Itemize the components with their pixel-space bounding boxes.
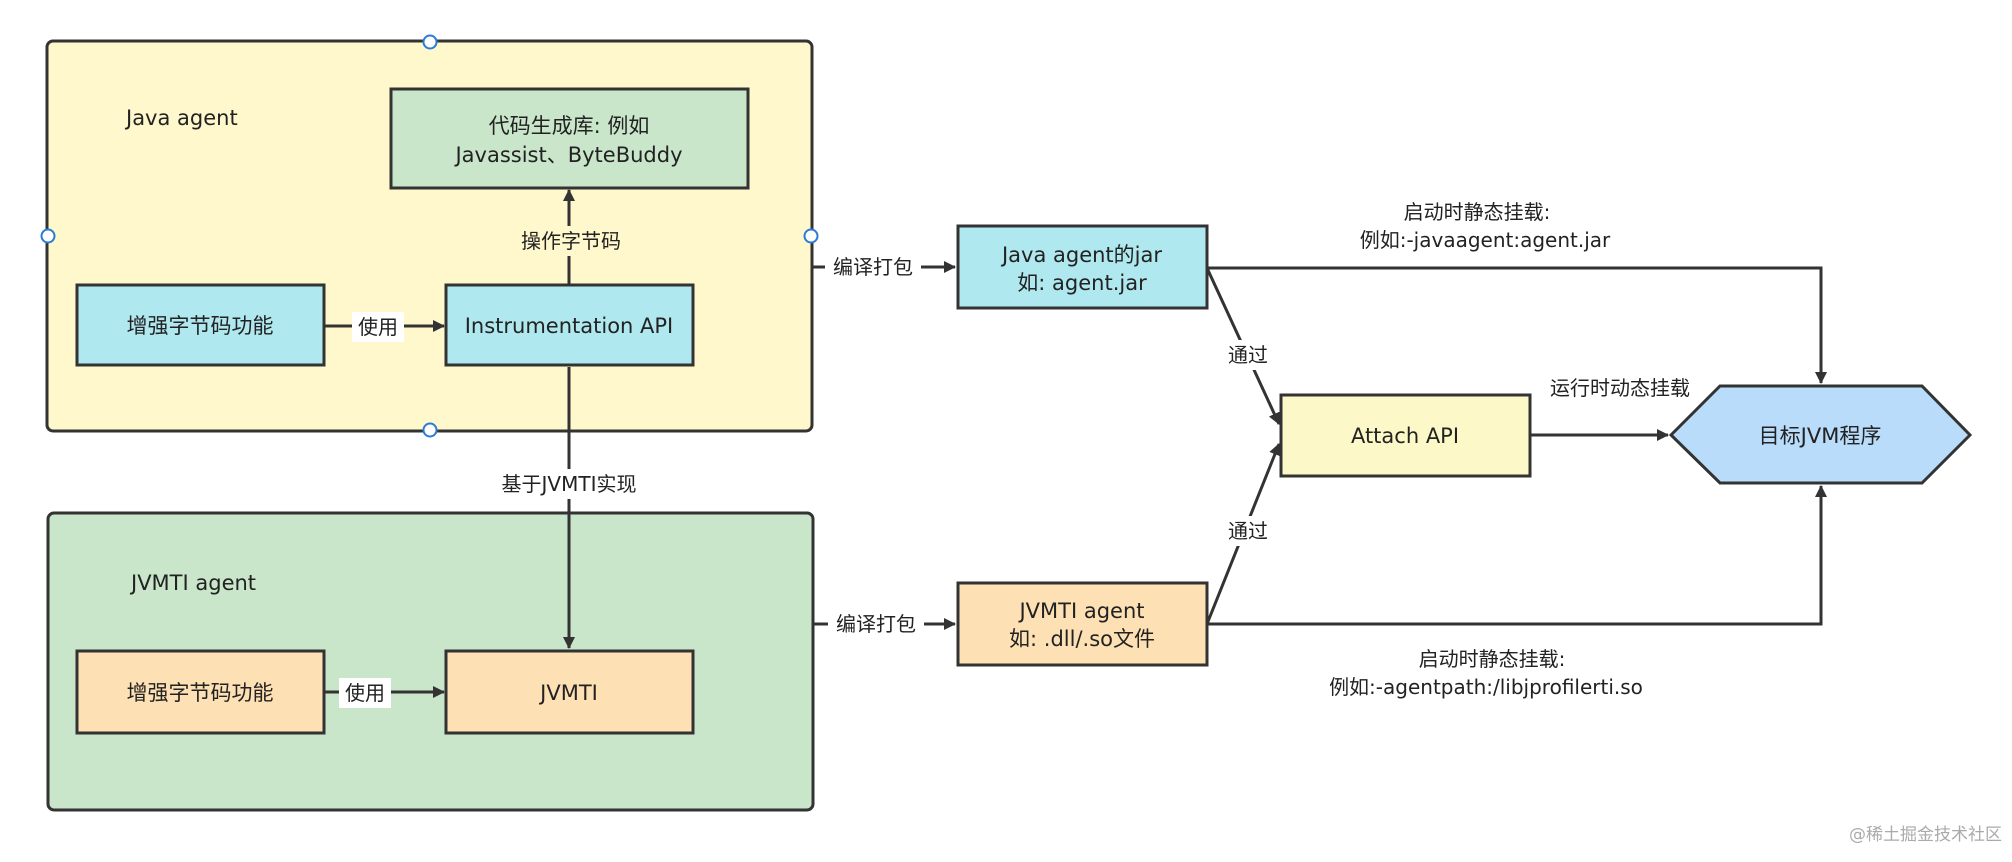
codegen-library-node[interactable]: 代码生成库: 例如 Javassist、ByteBuddy bbox=[389, 87, 750, 190]
instrumentation-api-node[interactable]: Instrumentation API bbox=[444, 283, 695, 367]
jvmti-agent-panel[interactable]: JVMTI agent bbox=[46, 511, 815, 812]
java-agent-jar-node[interactable]: Java agent的jar 如: agent.jar bbox=[956, 224, 1209, 310]
handle-bottom[interactable] bbox=[422, 422, 438, 438]
jvmti-agent-panel-bg bbox=[46, 511, 815, 812]
codegen-library-line2: Javassist、ByteBuddy bbox=[453, 143, 682, 167]
watermark: @稀土掘金技术社区 bbox=[1849, 825, 2002, 845]
selection-handles[interactable] bbox=[40, 34, 819, 438]
attach-api-label: Attach API bbox=[1351, 424, 1459, 448]
target-jvm-node[interactable]: 目标JVM程序 bbox=[1668, 384, 1973, 485]
edge-label-use-2: 使用 bbox=[345, 681, 385, 705]
edge-label-use-1: 使用 bbox=[358, 315, 398, 339]
edge-label-static-jar-line1: 启动时静态挂载: bbox=[1404, 200, 1551, 224]
attach-api-node[interactable]: Attach API bbox=[1279, 393, 1532, 478]
jvmti-enhance-node[interactable]: 增强字节码功能 bbox=[75, 649, 326, 735]
jvmti-enhance-label: 增强字节码功能 bbox=[127, 681, 274, 705]
java-enhance-node[interactable]: 增强字节码功能 bbox=[75, 283, 326, 367]
edge-lib-to-target[interactable] bbox=[1207, 485, 1827, 626]
codegen-library-line1: 代码生成库: 例如 bbox=[489, 114, 650, 138]
java-enhance-label: 增强字节码功能 bbox=[127, 314, 274, 338]
jvmti-label: JVMTI bbox=[538, 681, 598, 705]
edge-label-compile-pack-2: 编译打包 bbox=[836, 612, 916, 636]
jvmti-agent-lib-line1: JVMTI agent bbox=[1017, 599, 1144, 623]
edge-jar-to-target[interactable] bbox=[1207, 266, 1827, 384]
edge-label-static-so-line1: 启动时静态挂载: bbox=[1419, 647, 1566, 671]
edge-label-via-1: 通过 bbox=[1228, 343, 1268, 367]
handle-right[interactable] bbox=[803, 228, 819, 244]
jvmti-agent-lib-line2: 如: .dll/.so文件 bbox=[1009, 627, 1155, 651]
edge-label-via-2: 通过 bbox=[1228, 519, 1268, 543]
edge-label-manipulate-bytecode: 操作字节码 bbox=[521, 229, 621, 253]
jvmti-agent-lib-node[interactable]: JVMTI agent 如: .dll/.so文件 bbox=[956, 581, 1209, 667]
instrumentation-api-label: Instrumentation API bbox=[465, 314, 674, 338]
java-agent-jar-line1: Java agent的jar bbox=[1000, 243, 1162, 267]
edge-label-compile-pack-1: 编译打包 bbox=[833, 255, 913, 279]
jvmti-node[interactable]: JVMTI bbox=[444, 649, 695, 735]
jvmti-agent-panel-title: JVMTI agent bbox=[129, 571, 256, 595]
handle-top[interactable] bbox=[422, 34, 438, 50]
java-agent-jar-line2: 如: agent.jar bbox=[1017, 271, 1147, 295]
edge-label-based-on-jvmti: 基于JVMTI实现 bbox=[502, 472, 637, 496]
java-agent-panel-title: Java agent bbox=[124, 106, 238, 130]
edge-label-runtime-attach: 运行时动态挂载 bbox=[1550, 376, 1690, 400]
handle-left[interactable] bbox=[40, 228, 56, 244]
target-jvm-label: 目标JVM程序 bbox=[1759, 424, 1882, 448]
edge-label-static-so-line2: 例如:-agentpath:/libjprofilerti.so bbox=[1329, 675, 1643, 699]
edge-label-static-jar-line2: 例如:-javaagent:agent.jar bbox=[1360, 228, 1611, 252]
